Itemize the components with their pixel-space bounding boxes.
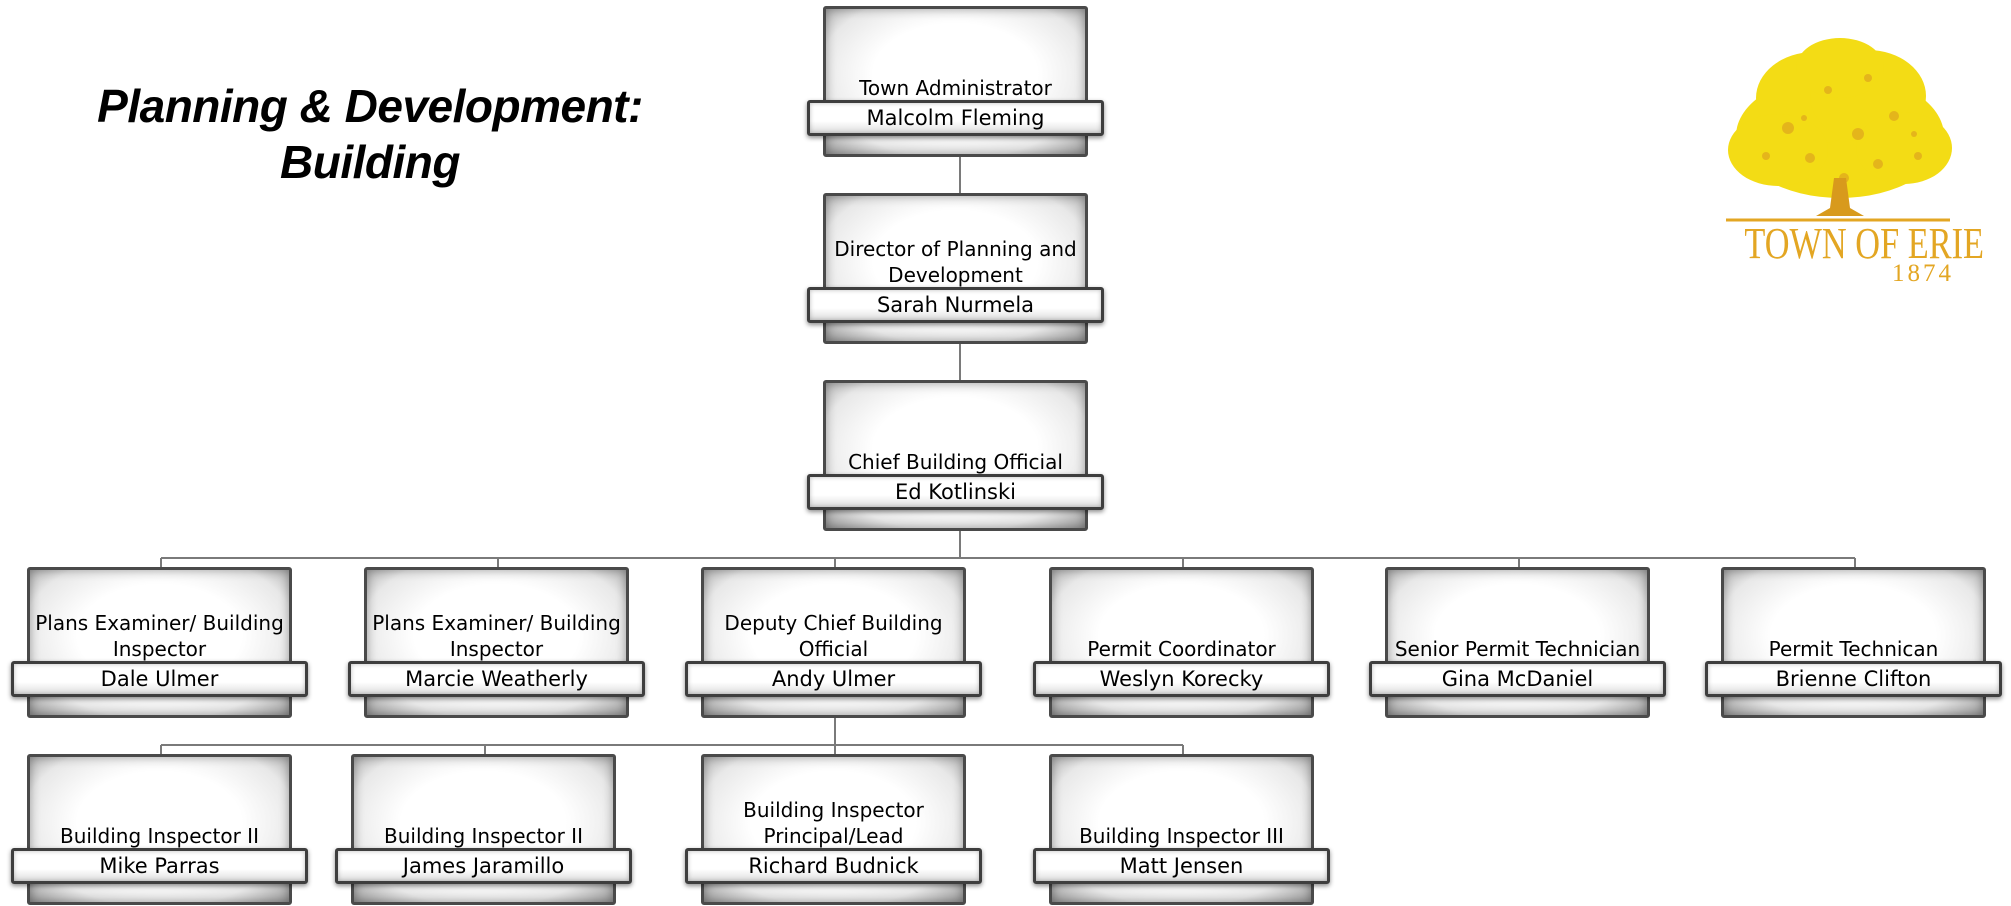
name-plate: Gina McDaniel — [1369, 661, 1666, 697]
title-line-2: Building — [280, 136, 460, 188]
name-plate: Mike Parras — [11, 848, 308, 884]
name-plate: Andy Ulmer — [685, 661, 982, 697]
role-label: Permit Coordinator — [1087, 637, 1276, 661]
role-label: Chief Building Official — [848, 450, 1063, 474]
name-plate: James Jaramillo — [335, 848, 632, 884]
title-line-1: Planning & Development: — [97, 80, 643, 132]
role-label: Town Administrator — [859, 76, 1052, 100]
name-plate: Sarah Nurmela — [807, 287, 1104, 323]
role-label: Permit Technican — [1768, 637, 1939, 661]
name-plate: Brienne Clifton — [1705, 661, 2002, 697]
role-label: Building Inspector III — [1079, 824, 1284, 848]
name-plate: Marcie Weatherly — [348, 661, 645, 697]
role-label: Director of Planning and Development — [834, 237, 1077, 287]
role-label: Plans Examiner/ Building Inspector — [35, 611, 284, 661]
name-plate: Dale Ulmer — [11, 661, 308, 697]
logo-year: 1874 — [1892, 260, 1954, 287]
town-of-erie-logo: TOWN OF ERIE 1874 — [1718, 38, 1984, 288]
name-plate: Richard Budnick — [685, 848, 982, 884]
logo-town-name: TOWN OF ERIE — [1744, 219, 1984, 268]
role-label: Plans Examiner/ Building Inspector — [372, 611, 621, 661]
name-plate: Ed Kotlinski — [807, 474, 1104, 510]
name-plate: Matt Jensen — [1033, 848, 1330, 884]
role-label: Building Inspector II — [60, 824, 259, 848]
role-label: Deputy Chief Building Official — [724, 611, 943, 661]
role-label: Building Inspector II — [384, 824, 583, 848]
name-plate: Weslyn Korecky — [1033, 661, 1330, 697]
tree-icon — [1726, 38, 1952, 222]
name-plate: Malcolm Fleming — [807, 100, 1104, 136]
role-label: Senior Permit Technician — [1394, 637, 1641, 661]
role-label: Building Inspector Principal/Lead — [743, 798, 924, 848]
page-title: Planning & Development: Building — [60, 78, 680, 190]
